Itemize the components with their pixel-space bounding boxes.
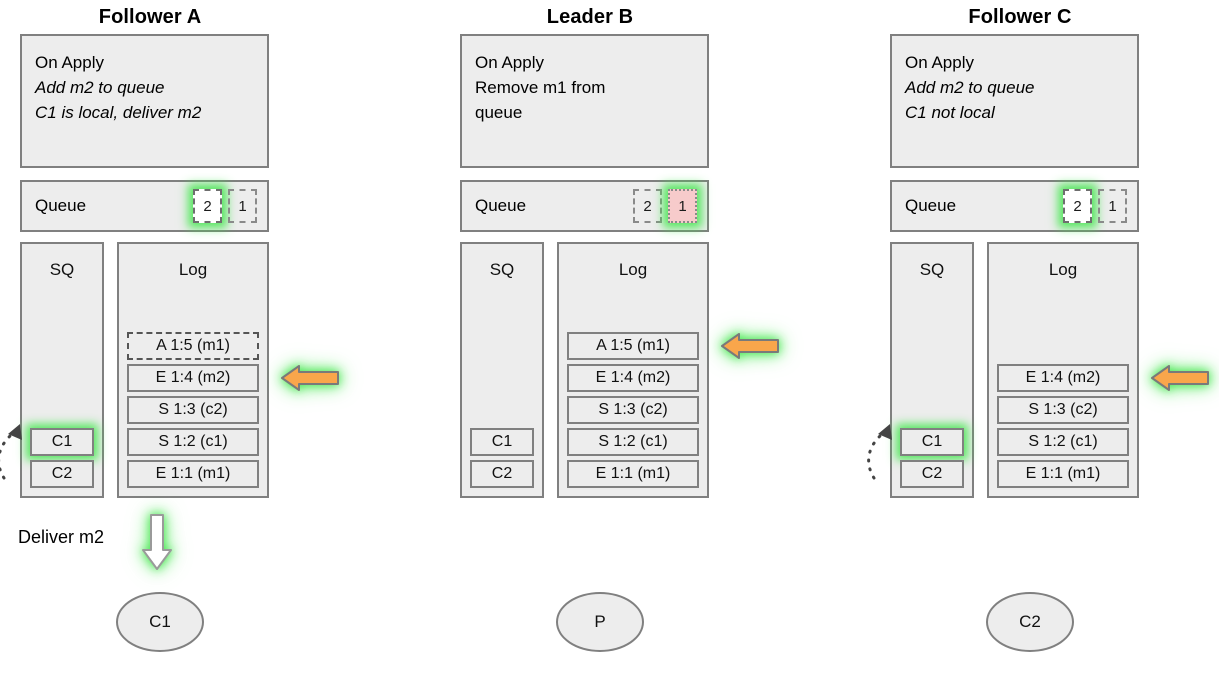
dotted-curve-arrow-icon bbox=[854, 400, 904, 480]
log-entry[interactable]: A 1:5 (m1) bbox=[127, 332, 259, 360]
log-pointer-left-arrow-icon bbox=[1149, 361, 1211, 395]
queue-label: Queue bbox=[475, 196, 527, 215]
log-entry[interactable]: S 1:3 (c2) bbox=[127, 396, 259, 424]
sq-item[interactable]: C2 bbox=[470, 460, 534, 488]
log-entry[interactable]: S 1:2 (c1) bbox=[997, 428, 1129, 456]
log-entry[interactable]: E 1:4 (m2) bbox=[997, 364, 1129, 392]
queue-slot[interactable]: 2 bbox=[633, 189, 662, 223]
on-apply-line: Add m2 to queue bbox=[905, 78, 1035, 97]
client-node-P[interactable]: P bbox=[556, 592, 644, 652]
log-entry[interactable]: S 1:2 (c1) bbox=[567, 428, 699, 456]
on-apply-line: C1 is local, deliver m2 bbox=[35, 103, 202, 122]
sq-item[interactable]: C1 bbox=[900, 428, 964, 456]
deliver-label: Deliver m2 bbox=[18, 527, 105, 547]
log-entry[interactable]: S 1:3 (c2) bbox=[997, 396, 1129, 424]
client-node-C2[interactable]: C2 bbox=[986, 592, 1074, 652]
log-header: Log bbox=[1048, 260, 1078, 279]
log-panel-leader-b: Log A 1:5 (m1) E 1:4 (m2) S 1:3 (c2) S 1:2 (… bbox=[557, 242, 709, 498]
log-pointer-left-arrow-icon bbox=[719, 329, 781, 363]
queue-label: Queue bbox=[905, 196, 957, 215]
on-apply-line: On Apply bbox=[35, 53, 104, 72]
log-entries: E 1:4 (m2) S 1:3 (c2) S 1:2 (c1) E 1:1 (m1) bbox=[997, 360, 1129, 488]
log-entries: A 1:5 (m1) E 1:4 (m2) S 1:3 (c2) S 1:2 (c1)… bbox=[567, 328, 699, 488]
column-title-leader-b: Leader B bbox=[546, 6, 634, 28]
log-entries: A 1:5 (m1) E 1:4 (m2) S 1:3 (c2) S 1:2 (c1)… bbox=[127, 328, 259, 488]
log-entry[interactable]: A 1:5 (m1) bbox=[567, 332, 699, 360]
sq-header: SQ bbox=[489, 260, 515, 279]
sq-header: SQ bbox=[49, 260, 75, 279]
queue-slot[interactable]: 2 bbox=[1063, 189, 1092, 223]
queue-label: Queue bbox=[35, 196, 87, 215]
log-panel-follower-a: Log A 1:5 (m1) E 1:4 (m2) S 1:3 (c2) S 1:2 (… bbox=[117, 242, 269, 498]
log-header: Log bbox=[618, 260, 648, 279]
log-header: Log bbox=[178, 260, 208, 279]
column-title-follower-a: Follower A bbox=[98, 6, 202, 28]
on-apply-line: On Apply bbox=[905, 53, 974, 72]
queue-slot[interactable]: 1 bbox=[668, 189, 697, 223]
log-pointer-left-arrow-icon bbox=[279, 361, 341, 395]
column-title-follower-c: Follower C bbox=[968, 6, 1072, 28]
on-apply-line: queue bbox=[475, 103, 523, 122]
sq-item[interactable]: C1 bbox=[30, 428, 94, 456]
sq-item[interactable]: C2 bbox=[30, 460, 94, 488]
on-apply-line: Add m2 to queue bbox=[35, 78, 165, 97]
client-node-C1[interactable]: C1 bbox=[116, 592, 204, 652]
log-panel-follower-c: Log E 1:4 (m2) S 1:3 (c2) S 1:2 (c1) E 1:1 (… bbox=[987, 242, 1139, 498]
on-apply-line: On Apply bbox=[475, 53, 544, 72]
log-entry[interactable]: S 1:3 (c2) bbox=[567, 396, 699, 424]
sq-item[interactable]: C1 bbox=[470, 428, 534, 456]
log-entry[interactable]: E 1:1 (m1) bbox=[567, 460, 699, 488]
on-apply-line: C1 not local bbox=[905, 103, 995, 122]
dotted-curve-arrow-icon bbox=[0, 400, 34, 480]
sq-item[interactable]: C2 bbox=[900, 460, 964, 488]
deliver-down-arrow-icon bbox=[140, 512, 174, 572]
queue-slot[interactable]: 1 bbox=[228, 189, 257, 223]
log-entry[interactable]: E 1:4 (m2) bbox=[127, 364, 259, 392]
log-entry[interactable]: S 1:2 (c1) bbox=[127, 428, 259, 456]
queue-slot[interactable]: 2 bbox=[193, 189, 222, 223]
sq-header: SQ bbox=[919, 260, 945, 279]
log-entry[interactable]: E 1:1 (m1) bbox=[997, 460, 1129, 488]
on-apply-line: Remove m1 from bbox=[475, 78, 606, 97]
log-entry[interactable]: E 1:1 (m1) bbox=[127, 460, 259, 488]
queue-slot[interactable]: 1 bbox=[1098, 189, 1127, 223]
log-entry[interactable]: E 1:4 (m2) bbox=[567, 364, 699, 392]
